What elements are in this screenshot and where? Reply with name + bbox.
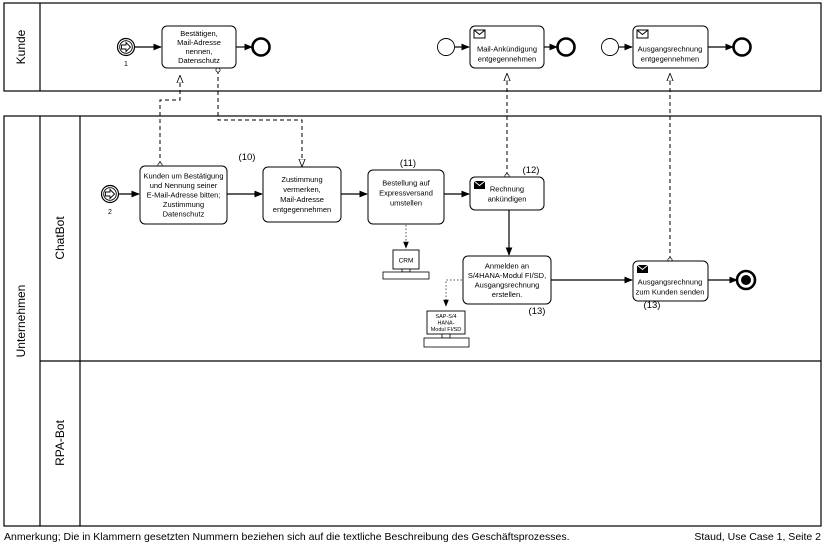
start-event-invoice	[601, 38, 619, 56]
arrow-icon	[105, 188, 116, 200]
footer-page: Staud, Use Case 1, Seite 2	[694, 531, 821, 543]
arrow-icon	[121, 41, 132, 53]
envelope-icon	[636, 29, 649, 39]
start-event-mail	[437, 38, 455, 56]
event-start-message-kunde: 1	[116, 37, 136, 68]
start-event-label-chatbot: 2	[108, 209, 112, 216]
pool-label-kunde: Kunde	[14, 29, 28, 64]
pool-label-unternehmen: Unternehmen	[14, 285, 28, 358]
footer-note: Anmerkung; Die in Klammern gesetzten Num…	[4, 531, 570, 543]
envelope-icon	[473, 29, 486, 39]
end-event-chatbot	[735, 269, 757, 291]
message-flow-confirm-to-register	[218, 70, 302, 166]
step-number-rechnung: (12)	[523, 165, 540, 176]
end-event-mail	[556, 37, 576, 57]
event-start-message-chatbot: 2	[100, 184, 120, 216]
start-event-label-kunde: 1	[124, 61, 128, 68]
data-associations	[403, 225, 462, 307]
sequence-flows	[119, 43, 738, 284]
step-number-bestellung: (11)	[400, 158, 416, 169]
step-number-senden: (13)	[644, 300, 661, 311]
step-number-anmelden: (13)	[529, 306, 546, 317]
message-flows	[160, 70, 670, 260]
end-event-kunde-1	[251, 37, 271, 57]
system-crm-icon: CRM	[382, 249, 430, 280]
lane-label-chatbot: ChatBot	[53, 216, 67, 260]
end-event-invoice	[732, 37, 752, 57]
envelope-filled-icon	[636, 264, 649, 273]
envelope-filled-icon	[473, 180, 486, 189]
step-number-zustimmung: (10)	[239, 152, 256, 163]
system-label-crm: CRM	[399, 258, 414, 265]
lane-label-rpa-bot: RPA-Bot	[53, 419, 67, 465]
